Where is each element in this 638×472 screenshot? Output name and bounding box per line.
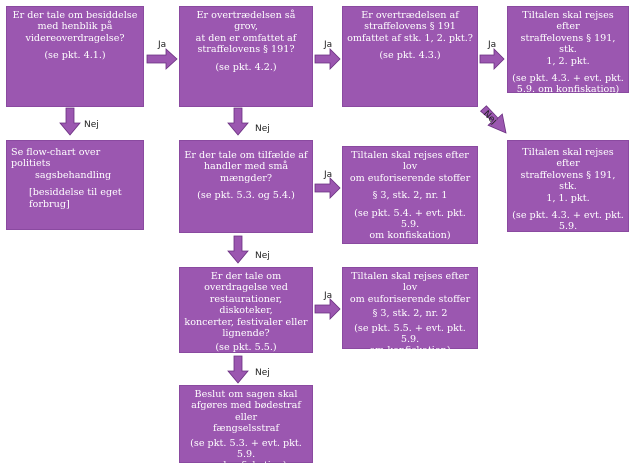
decision-box-restaurationer: Er der tale om overdragelse ved restaura… — [179, 267, 313, 353]
label-nej-b9-b11: Nej — [255, 368, 270, 378]
box-reference: (se pkt. 4.2.) — [215, 61, 277, 73]
outcome-box-191-stk1-2pkt: Tiltalen skal rejses efter straffelovens… — [507, 6, 629, 96]
arrow-b3-b4 — [479, 48, 505, 70]
decision-box-stk1-2pkt: Er overtrædelsen af straffelovens § 191 … — [342, 6, 478, 107]
label-ja-b6-b7: Ja — [324, 170, 333, 180]
box-line: straffelovens § 191? — [197, 44, 295, 56]
box-note: forbrug] — [29, 198, 70, 210]
box-line: med henblik på — [37, 21, 113, 33]
arrow-b3-b8 — [479, 105, 507, 134]
box-reference: (se pkt. 4.3. + evt. pkt. — [512, 73, 624, 85]
box-reference: (se pkt. 5.3. + evt. pkt. 5.9. — [190, 437, 302, 461]
box-line: straffelovens § 191 — [364, 21, 456, 33]
box-reference: om konfiskation) — [527, 232, 609, 244]
box-line: videreoverdragelse? — [25, 32, 125, 44]
box-line: Er der tale om besiddelse — [12, 10, 138, 21]
label-nej-b1-b5: Nej — [84, 120, 99, 130]
box-line: Tiltalen skal rejses efter — [522, 10, 614, 33]
box-line: Er overtrædelsen af — [361, 10, 459, 21]
box-line: § 3, stk. 2, nr. 2 — [372, 308, 448, 320]
box-reference: (se pkt. 4.1.) — [44, 50, 106, 62]
box-line: omfattet af stk. 1, 2. pkt.? — [347, 32, 473, 44]
box-line: mængder? — [220, 172, 272, 184]
box-line: § 3, stk. 2, nr. 1 — [372, 190, 448, 202]
label-ja-b1-b2: Ja — [158, 40, 167, 50]
box-line: 1, 1. pkt. — [546, 192, 590, 204]
label-nej-b2-b6: Nej — [255, 124, 270, 134]
box-reference: (se pkt. 5.5. + evt. pkt. 5.9. — [354, 322, 466, 346]
label-ja-b3-b4: Ja — [488, 40, 497, 50]
box-line: straffelovens § 191, stk. — [520, 169, 616, 193]
arrow-b6-b7 — [314, 177, 341, 199]
box-line: om euforiserende stoffer — [349, 293, 471, 305]
outcome-box-boedestraf: Beslut om sagen skal afgøres med bødestr… — [179, 385, 313, 471]
outcome-box-flow-chart: Se flow-chart over politiets sagsbehandl… — [6, 140, 144, 230]
box-line: lignende? — [222, 328, 270, 340]
arrow-b2-b6 — [227, 107, 249, 136]
box-line: Se flow-chart over politiets — [11, 147, 101, 170]
box-line: overdragelse ved — [204, 282, 288, 294]
label-ja-b9-b10: Ja — [324, 291, 333, 301]
box-reference: (se pkt. 5.5.) — [215, 342, 277, 354]
box-line: restaurationer, diskoteker, — [209, 293, 283, 317]
decision-box-smaa-maengder: Er der tale om tilfælde af handler med s… — [179, 140, 313, 233]
arrow-b1-b2 — [146, 48, 178, 70]
decision-box-besiddelse: Er der tale om besiddelse med henblik på… — [6, 6, 144, 107]
outcome-box-3-stk2-nr1: Tiltalen skal rejses efter lov om eufori… — [342, 146, 478, 244]
box-reference: om konfiskation) — [205, 460, 287, 472]
box-line: fængselsstraf — [212, 423, 280, 435]
arrow-b9-b10 — [314, 298, 341, 320]
box-line: Tiltalen skal rejses efter lov — [351, 150, 469, 173]
decision-box-grov-overtraedelse: Er overtrædelsen så grov, at den er omfa… — [179, 6, 313, 107]
box-reference: (se pkt. 5.4. + evt. pkt. 5.9. — [354, 207, 466, 231]
box-note: [besiddelse til eget — [29, 187, 122, 199]
box-reference: om konfiskation) — [369, 345, 451, 357]
outcome-box-3-stk2-nr2: Tiltalen skal rejses efter lov om eufori… — [342, 267, 478, 356]
box-line: sagsbehandling — [35, 169, 112, 181]
label-nej-b6-b9: Nej — [255, 251, 270, 261]
label-ja-b2-b3: Ja — [324, 40, 333, 50]
box-line: 1, 2. pkt. — [546, 55, 590, 67]
arrow-b2-b3 — [314, 48, 341, 70]
arrow-b6-b9 — [227, 235, 249, 264]
box-line: Er overtrædelsen så grov, — [196, 10, 296, 33]
box-line: Tiltalen skal rejses efter lov — [351, 271, 469, 294]
box-line: afgøres med bødestraf eller — [191, 400, 301, 423]
box-line: handler med små — [203, 161, 289, 173]
box-line: om euforiserende stoffer — [349, 172, 471, 184]
box-reference: 5.9. om konfiskation) — [516, 84, 620, 96]
box-reference: om konfiskation) — [369, 230, 451, 242]
box-line: Er der tale om — [210, 271, 282, 282]
box-reference: (se pkt. 4.3.) — [379, 50, 441, 62]
box-line: Tiltalen skal rejses efter — [522, 147, 614, 170]
box-line: straffelovens § 191, stk. — [520, 32, 616, 56]
outcome-box-191-stk1-1pkt: Tiltalen skal rejses efter straffelovens… — [507, 140, 629, 244]
arrow-b9-b11 — [227, 355, 249, 384]
box-line: koncerter, festivaler eller — [184, 316, 308, 328]
box-line: Beslut om sagen skal — [194, 389, 298, 400]
box-reference: (se pkt. 5.3. og 5.4.) — [197, 190, 295, 202]
arrow-b1-b5 — [59, 107, 81, 136]
box-line: Er der tale om tilfælde af — [184, 150, 308, 161]
box-line: at den er omfattet af — [195, 32, 297, 44]
box-reference: (se pkt. 4.3. + evt. pkt. 5.9. — [512, 210, 624, 233]
